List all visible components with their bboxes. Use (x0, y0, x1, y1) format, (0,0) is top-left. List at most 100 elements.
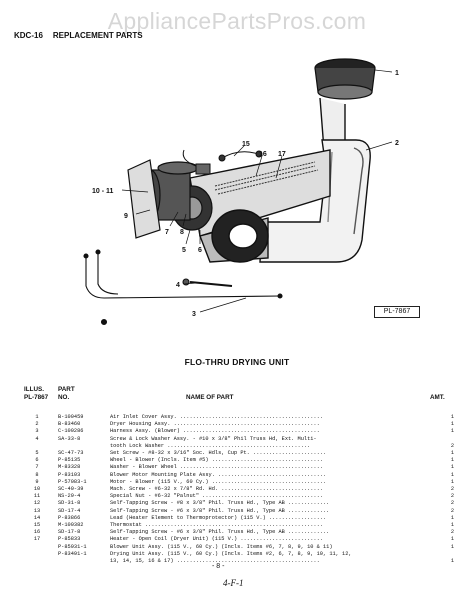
callout-17: 17 (278, 151, 286, 158)
plate-id-box: PL-7867 (374, 306, 420, 318)
heater-coil (214, 161, 319, 195)
row-part-no: P-85931-1 (58, 543, 87, 550)
row-illus (24, 551, 50, 558)
row-part-no: P-85135 (58, 457, 81, 464)
row-amt: 1 (450, 457, 454, 464)
row-name: Thermostat .............................… (110, 522, 323, 529)
row-illus: 4 (35, 435, 39, 442)
row-name: Harness Assy. (Blower) .................… (110, 428, 320, 435)
row-amt: 1 (450, 464, 454, 471)
row-illus: 14 (33, 514, 41, 521)
row-amt: 1 (450, 450, 454, 457)
dryer-housing (189, 97, 371, 263)
row-name: Motor - Blower (115 V., 60 Cy.) ........… (110, 478, 327, 485)
row-illus: 9 (35, 478, 39, 485)
row-part-no: NS-29-4 (58, 493, 81, 500)
row-name: Washer - Blower Wheel ..................… (110, 464, 323, 471)
page-title: FLO-THRU DRYING UNIT (184, 357, 290, 367)
row-amt: 1 (450, 428, 454, 435)
page-number: - 8 - (212, 563, 225, 570)
row-name: Lead (Heater Element to Thermoprotector)… (110, 514, 327, 521)
row-part-no: M-100382 (58, 522, 84, 529)
thermostat (182, 149, 263, 175)
row-illus: 6 (35, 457, 39, 464)
watermark: AppliancePartsPros.com (107, 8, 367, 34)
row-illus (24, 443, 50, 450)
row-illus (24, 544, 50, 551)
table-row: tooth Lock Washer ......................… (24, 443, 454, 450)
row-part-no: M-83328 (58, 464, 81, 471)
leader-lines (121, 69, 393, 313)
row-part-no: SA-33-8 (58, 435, 81, 442)
row-name: Self-Tapping Screw - #6 x 3/8" Phil. Tru… (110, 507, 330, 514)
row-illus: 2 (35, 421, 39, 428)
callout-7: 7 (165, 229, 169, 236)
row-illus: 17 (33, 536, 41, 543)
row-part-no: P-83103 (58, 471, 81, 478)
callout-5: 5 (182, 247, 186, 254)
row-part-no: B-83460 (58, 421, 81, 428)
row-name: Screw & Lock Washer Assy. - #10 x 3/8" P… (110, 435, 317, 442)
col-part-line1: PART (58, 386, 75, 393)
row-name: Special Nut - #6-32 "Palnut" ...........… (110, 493, 323, 500)
row-part-no: SC-40-39 (58, 486, 84, 493)
row-amt: 1 (450, 536, 454, 543)
row-illus: 5 (35, 450, 39, 457)
row-name: Blower Motor Mounting Plate Assy. ......… (110, 471, 327, 478)
callout-1: 1 (395, 70, 399, 77)
callout-2: 2 (395, 140, 399, 147)
exploded-parts-diagram: 1 2 3 4 5 6 7 8 9 10 - 11 15 16 17 (83, 58, 399, 326)
air-inlet-cover (314, 58, 376, 100)
row-part-no (50, 558, 110, 565)
row-amt: 1 (450, 421, 454, 428)
row-illus: 8 (35, 471, 39, 478)
col-name: NAME OF PART (186, 394, 234, 401)
table-row: 9 P-57083-1 Motor - Blower (115 V., 60 Cy.… (24, 479, 454, 486)
row-amt: 1 (450, 514, 454, 521)
callout-8: 8 (180, 229, 184, 236)
row-illus: 7 (35, 464, 39, 471)
row-amt: 2 (450, 529, 454, 536)
row-name: Self-Tapping Screw - #8 x 3/8" Phil. Tru… (110, 500, 330, 507)
callout-10-11: 10 - 11 (92, 188, 114, 195)
row-illus: 3 (35, 428, 39, 435)
row-amt: 2 (450, 507, 454, 514)
col-illus-line1: ILLUS. (24, 386, 44, 393)
row-amt (440, 436, 454, 443)
table-row: 4 SA-33-8 Screw & Lock Washer Assy. - #10 … (24, 436, 454, 443)
row-part-no: SD-17-8 (58, 529, 81, 536)
section-label: REPLACEMENT PARTS (52, 31, 143, 40)
col-part-line2: NO. (58, 394, 70, 401)
callout-6: 6 (198, 247, 202, 254)
row-amt: 2 (450, 442, 454, 449)
row-name: Heater - Open Coil (Dryer Unit) (115 V.)… (110, 536, 323, 543)
callout-15: 15 (242, 141, 250, 148)
row-part-no: P-57083-1 (58, 478, 87, 485)
row-illus: 13 (33, 507, 41, 514)
table-row: 13, 14, 15, 16 & 17) ...................… (24, 558, 454, 565)
callout-3: 3 (192, 311, 196, 318)
row-name: Drying Unit Assy. (115 V., 60 Cy.) (Incl… (110, 550, 352, 557)
row-name: tooth Lock Washer ......................… (110, 442, 311, 449)
row-part-no: SD-31-8 (58, 500, 81, 507)
row-illus: 10 (33, 486, 41, 493)
callout-4: 4 (176, 282, 180, 289)
row-part-no (50, 443, 110, 450)
row-illus: 12 (33, 500, 41, 507)
row-amt: 1 (450, 471, 454, 478)
col-amt: AMT. (430, 394, 445, 401)
row-amt: 1 (450, 558, 454, 565)
